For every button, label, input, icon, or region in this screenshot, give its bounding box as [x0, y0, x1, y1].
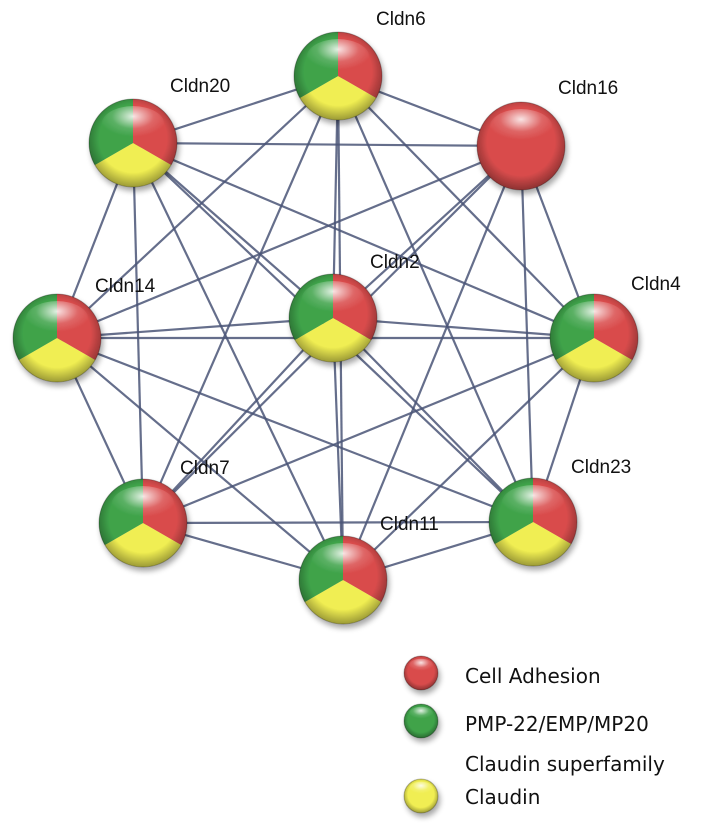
edge-cldn2-cldn23: [332, 317, 534, 523]
node-label-cldn4: Cldn4: [631, 274, 681, 295]
edge-cldn14-cldn11: [56, 337, 344, 581]
node-label-cldn11: Cldn11: [380, 514, 439, 535]
node-cldn16: [476, 101, 566, 191]
legend-swatch-cell-adhesion: [403, 655, 439, 691]
legend-ball-cell_adhesion: [403, 655, 439, 691]
legend: Cell Adhesion PMP-22/EMP/MP20 Claudin su…: [403, 655, 665, 814]
node-layer: [12, 31, 639, 625]
edge-cldn16-cldn23: [519, 145, 535, 523]
edge-cldn14-cldn2: [56, 316, 334, 340]
node-cldn20: [88, 98, 178, 188]
node-label-cldn16: Cldn16: [558, 78, 618, 99]
node-cldn23: [488, 477, 578, 567]
edge-cldn7-cldn23: [142, 520, 534, 525]
node-cldn4: [549, 293, 639, 383]
node-label-cldn14: Cldn14: [95, 276, 156, 297]
legend-ball-claudin_superfamily: [403, 778, 439, 814]
node-label-cldn7: Cldn7: [180, 458, 230, 479]
legend-swatch-pmp22: [403, 703, 439, 739]
node-label-cldn2: Cldn2: [370, 252, 420, 273]
edge-cldn6-cldn14: [56, 75, 339, 339]
legend-label-cell-adhesion: Cell Adhesion: [465, 664, 601, 688]
node-cldn14: [12, 293, 102, 383]
legend-label-claudin: Claudin: [465, 785, 540, 809]
edge-cldn16-cldn11: [341, 145, 523, 581]
edge-cldn6-cldn4: [337, 75, 595, 339]
legend-label-claudin-superfamily: Claudin superfamily: [465, 752, 665, 776]
edge-cldn2-cldn7: [142, 317, 334, 524]
edge-cldn20-cldn11: [132, 142, 344, 581]
node-label-cldn6: Cldn6: [376, 9, 426, 30]
node-cldn6: [293, 31, 383, 121]
edge-cldn20-cldn16: [132, 141, 522, 148]
edge-cldn6-cldn7: [141, 75, 340, 524]
legend-label-pmp22: PMP-22/EMP/MP20: [465, 712, 649, 736]
legend-swatch-claudin: [403, 778, 439, 814]
edge-cldn4-cldn7: [142, 336, 595, 525]
node-label-cldn23: Cldn23: [571, 457, 631, 478]
edge-cldn4-cldn11: [342, 337, 595, 581]
edge-cldn14-cldn23: [56, 336, 534, 524]
edge-cldn16-cldn14: [56, 144, 522, 340]
edge-cldn20-cldn4: [132, 141, 595, 340]
node-label-cldn20: Cldn20: [170, 76, 230, 97]
legend-ball-pmp22: [403, 703, 439, 739]
node-cldn7: [98, 478, 188, 568]
node-cldn11: [298, 535, 388, 625]
edge-cldn6-cldn23: [336, 75, 535, 523]
node-cldn2: [288, 273, 378, 363]
